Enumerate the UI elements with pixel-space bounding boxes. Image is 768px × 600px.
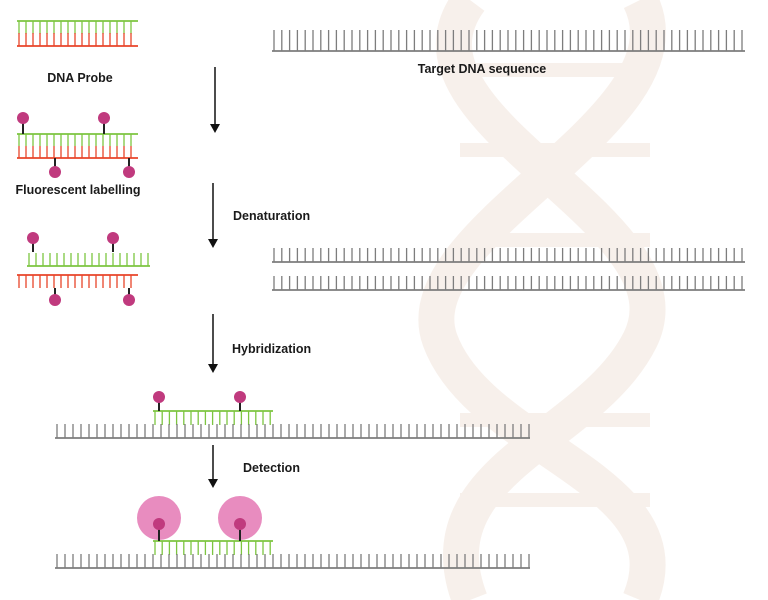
- probe-bottom-strand: [17, 274, 138, 288]
- probe-top-strand: [17, 20, 138, 34]
- detection-label: Detection: [243, 461, 300, 475]
- target-strand: [55, 424, 530, 439]
- fluorophore-dot-icon: [234, 518, 246, 541]
- fluorophore-dot-icon: [17, 112, 29, 134]
- fluorophore-dot-icon: [98, 112, 110, 134]
- dna-helix-watermark: [418, 0, 666, 600]
- target-dna-strand: [272, 30, 745, 52]
- target-strand-2: [272, 276, 745, 291]
- target-strand-1: [272, 248, 745, 263]
- denatured-probe-strands: [17, 232, 150, 306]
- probe-bottom-strand: [17, 146, 138, 159]
- denaturation-label: Denaturation: [233, 209, 310, 223]
- fluorophore-dot-icon: [153, 391, 165, 411]
- target-strand: [272, 30, 745, 52]
- hybridized-probe-target: [55, 391, 530, 439]
- dna-probe-label: DNA Probe: [47, 71, 113, 85]
- target-strand: [55, 554, 530, 569]
- probe-strand: [153, 540, 273, 555]
- hybridization-label: Hybridization: [232, 342, 311, 356]
- fluorophore-dot-icon: [123, 288, 135, 306]
- arrow-down-icon: [208, 183, 218, 248]
- fluorophore-dot-icon: [153, 518, 165, 541]
- probe-top-strand: [17, 133, 138, 146]
- denatured-target-strands: [272, 248, 745, 291]
- probe-bottom-strand: [17, 33, 138, 47]
- detected-signal: [55, 496, 530, 569]
- fluorophore-dot-icon: [107, 232, 119, 252]
- arrow-down-icon: [210, 67, 220, 133]
- fluorophore-dot-icon: [49, 158, 61, 178]
- fluorophore-dot-icon: [234, 391, 246, 411]
- fluorophore-dot-icon: [27, 232, 39, 252]
- target-dna-label: Target DNA sequence: [418, 62, 547, 76]
- probe-top-strand: [27, 253, 150, 267]
- probe-strand: [153, 410, 273, 425]
- arrow-down-icon: [208, 314, 218, 373]
- fluorescent-labelling-label: Fluorescent labelling: [15, 183, 140, 197]
- fluorophore-dot-icon: [49, 288, 61, 306]
- dna-probe: [17, 20, 138, 47]
- fluorophore-dot-icon: [123, 158, 135, 178]
- arrow-down-icon: [208, 445, 218, 488]
- labelled-probe: [17, 112, 138, 178]
